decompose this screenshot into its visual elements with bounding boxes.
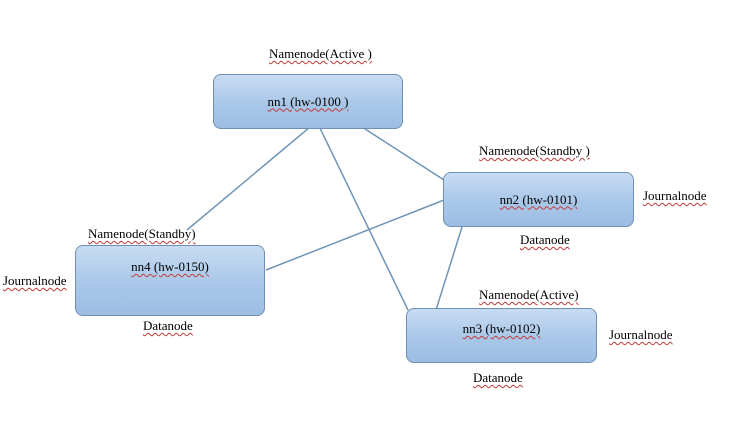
nn2-datanode-label: Datanode bbox=[520, 232, 570, 247]
nn3-journalnode-label: Journalnode bbox=[609, 327, 673, 342]
nn4-datanode-label: Datanode bbox=[143, 318, 193, 333]
edge-nn2-nn4 bbox=[265, 199, 445, 271]
node-nn3-label: nn3 (hw-0102) bbox=[462, 321, 541, 336]
nn2-role-label: Namenode(Standby ) bbox=[479, 143, 590, 158]
nn4-journalnode-label: Journalnode bbox=[3, 273, 67, 288]
edge-nn1-nn2 bbox=[361, 126, 445, 181]
edge-nn2-nn3 bbox=[435, 226, 463, 311]
edge-nn1-nn3 bbox=[317, 123, 409, 311]
node-nn2-label: nn2 (hw-0101) bbox=[499, 191, 578, 207]
node-nn1[interactable]: nn1 (hw-0100 ) bbox=[213, 74, 403, 129]
nn3-datanode-label: Datanode bbox=[473, 370, 523, 385]
node-nn4-label: nn4 (hw-0150) bbox=[131, 259, 209, 274]
edge-nn1-nn4 bbox=[186, 126, 311, 231]
nn2-journalnode-label: Journalnode bbox=[643, 188, 707, 203]
nn4-role-label: Namenode(Standby) bbox=[88, 226, 196, 241]
node-nn3[interactable]: nn3 (hw-0102) bbox=[406, 308, 597, 363]
node-nn4[interactable]: nn4 (hw-0150) bbox=[75, 245, 265, 316]
nn1-role-label: Namenode(Active ) bbox=[269, 46, 372, 61]
node-nn2[interactable]: nn2 (hw-0101) bbox=[443, 172, 634, 227]
nn3-role-label: Namenode(Active) bbox=[479, 287, 579, 302]
node-nn1-label: nn1 (hw-0100 ) bbox=[267, 93, 349, 109]
